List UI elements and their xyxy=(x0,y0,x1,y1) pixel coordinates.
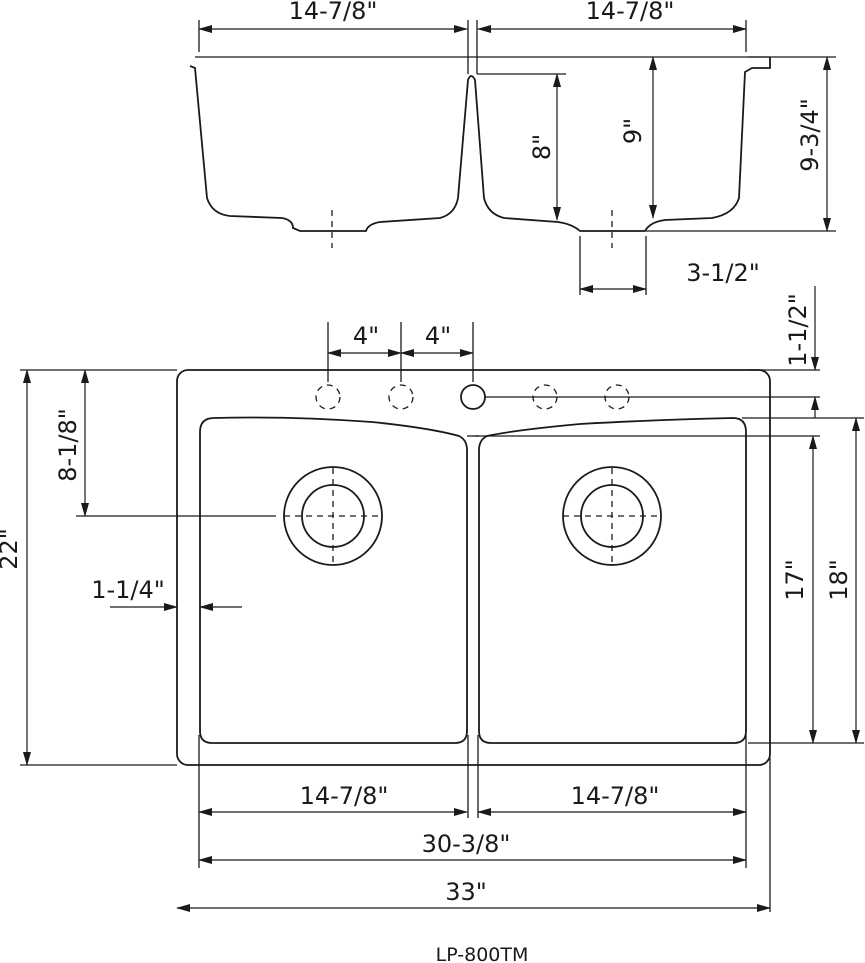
plan-view xyxy=(176,369,820,766)
left-drain xyxy=(283,466,383,566)
svg-text:9": 9" xyxy=(619,118,647,144)
faucet-hole-center xyxy=(460,384,486,410)
svg-text:14-7/8": 14-7/8" xyxy=(571,782,660,810)
dim-top-left: 14-7/8" xyxy=(198,0,468,52)
model-label: LP-800TM xyxy=(436,944,529,963)
svg-text:30-3/8": 30-3/8" xyxy=(422,830,511,858)
svg-text:18": 18" xyxy=(825,559,853,601)
section-view xyxy=(189,20,836,248)
svg-text:1-1/2": 1-1/2" xyxy=(784,293,812,367)
svg-text:14-7/8": 14-7/8" xyxy=(300,782,389,810)
faucet-hole-knockout xyxy=(315,384,341,410)
svg-text:9-3/4": 9-3/4" xyxy=(796,98,824,172)
dim-1-1-2: 1-1/2" xyxy=(748,286,820,418)
left-bowl-profile xyxy=(189,65,332,232)
svg-text:22": 22" xyxy=(0,528,23,570)
dim-top-right: 14-7/8" xyxy=(477,0,747,52)
svg-text:14-7/8": 14-7/8" xyxy=(289,0,378,25)
dim-3-1-2: 3-1/2" xyxy=(579,236,760,295)
svg-text:4": 4" xyxy=(353,322,379,350)
svg-text:8-1/8": 8-1/8" xyxy=(54,408,82,482)
faucet-hole-knockout xyxy=(388,384,414,410)
dim-faucet-spacing: 4" 4" xyxy=(327,322,474,382)
dim-22: 22" xyxy=(0,369,177,766)
left-bowl-outline xyxy=(199,416,468,744)
dim-1-1-4: 1-1/4" xyxy=(91,576,242,611)
svg-text:8": 8" xyxy=(528,134,556,160)
dim-18: 18" xyxy=(742,417,864,744)
dim-8-1-8: 8-1/8" xyxy=(20,369,276,517)
svg-text:4": 4" xyxy=(425,322,451,350)
dim-17: 17" xyxy=(475,435,864,744)
svg-text:17": 17" xyxy=(781,559,809,601)
svg-text:14-7/8": 14-7/8" xyxy=(586,0,675,25)
right-bowl-profile xyxy=(612,57,771,232)
right-drain xyxy=(562,466,662,566)
svg-text:33": 33" xyxy=(445,878,487,906)
dim-8: 8" xyxy=(528,73,561,221)
right-bowl-outline xyxy=(478,417,747,744)
sink-outline xyxy=(176,369,771,766)
dim-bottom-widths: 14-7/8" 14-7/8" 30-3/8" 33" xyxy=(176,735,771,912)
dim-9: 9" xyxy=(619,56,657,219)
svg-text:3-1/2": 3-1/2" xyxy=(686,259,760,287)
dim-9-3-4: 9-3/4" xyxy=(796,56,831,232)
svg-text:1-1/4": 1-1/4" xyxy=(91,576,165,604)
